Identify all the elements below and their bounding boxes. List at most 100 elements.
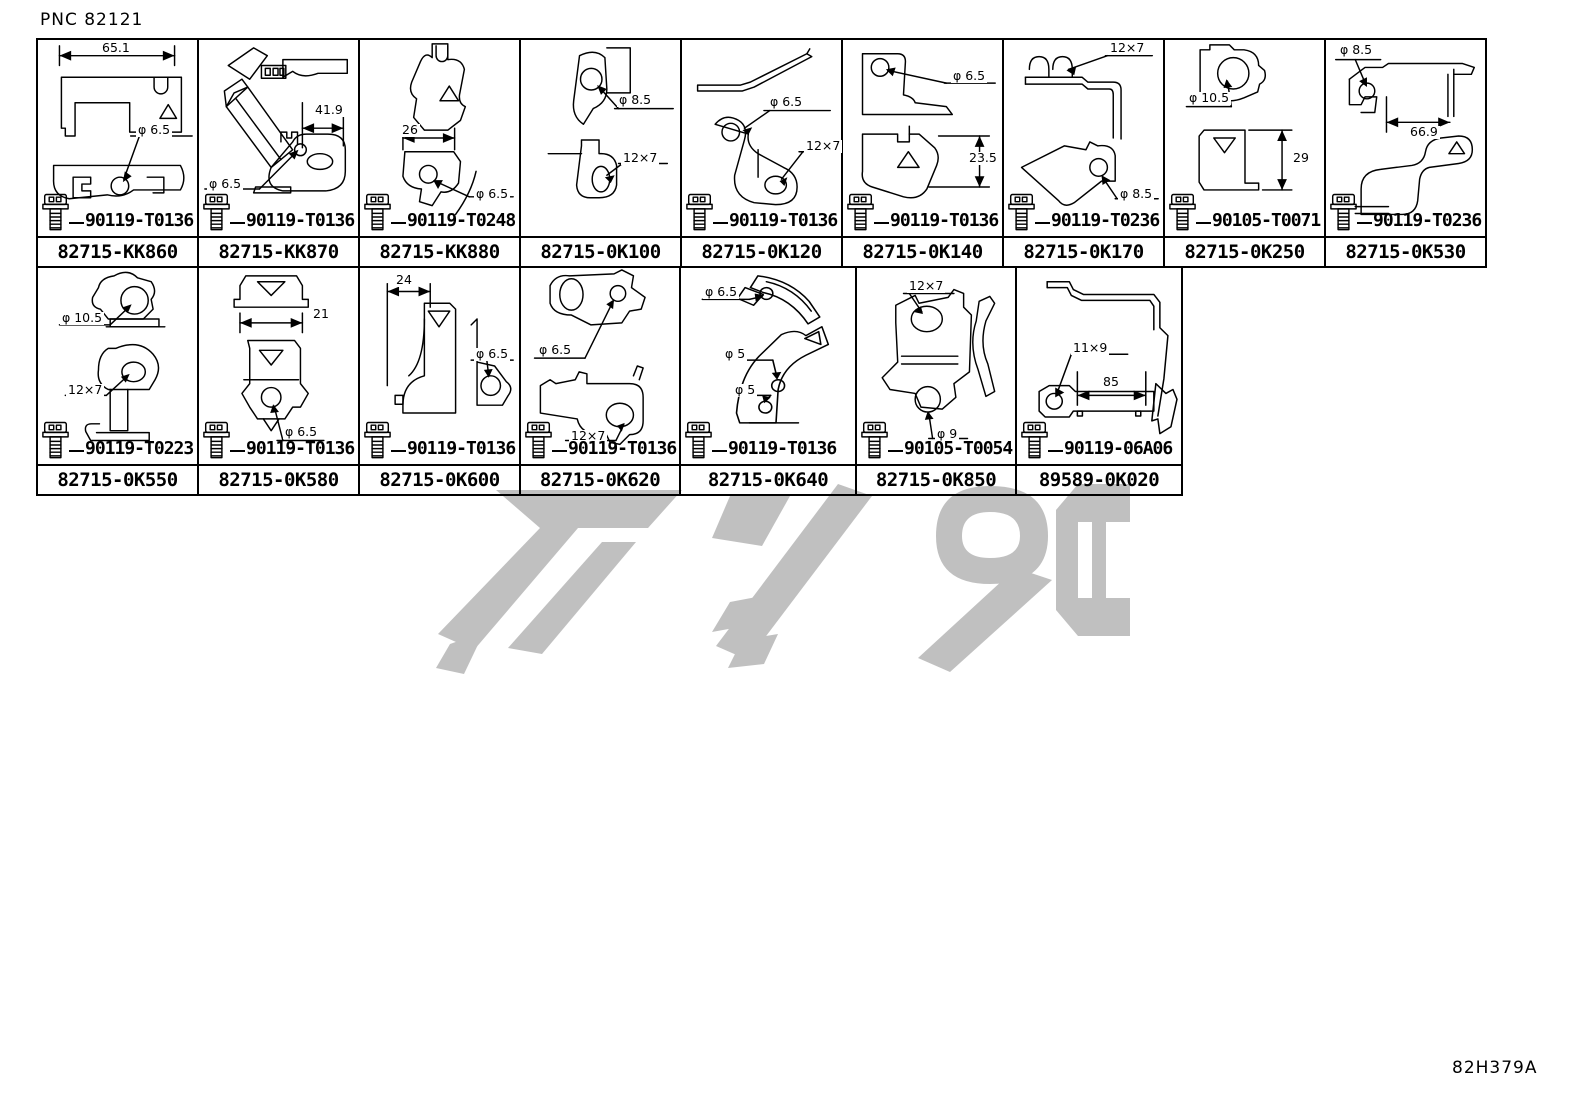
bracket-line-art — [881, 288, 996, 440]
bolt-leader-line — [874, 222, 889, 224]
bolt-callout: 90119-T0136 — [203, 420, 355, 461]
part-number-label: 82715-0K640 — [681, 464, 855, 494]
flange-bolt-icon — [364, 421, 391, 459]
flange-bolt-icon — [1169, 193, 1196, 231]
dimension-label: 26 — [400, 122, 420, 137]
dimension-label: φ 5 — [723, 346, 748, 361]
bolt-part-number: 90119-T0223 — [85, 438, 194, 459]
part-number-label: 82715-0K250 — [1165, 236, 1324, 266]
part-drawing: φ 6.5 φ 5 φ 5 90119-T0136 — [681, 268, 855, 464]
bolt-part-number: 90105-T0071 — [1212, 210, 1321, 231]
bolt-leader-line — [1357, 222, 1372, 224]
dimension-label: 12×7 — [907, 278, 946, 293]
bolt-callout: 90119-06A06 — [1021, 420, 1173, 461]
dimension-label: φ 10.5 — [1187, 90, 1232, 105]
part-number-label: 82715-0K100 — [521, 236, 680, 266]
part-drawing: φ 10.5 12×7 90119-T0223 — [38, 268, 197, 464]
flange-bolt-icon — [203, 421, 230, 459]
dimension-label: 12×7 — [569, 428, 608, 443]
bracket-line-art — [1335, 58, 1476, 216]
flange-bolt-icon — [1330, 193, 1357, 231]
dimension-label: φ 6.5 — [537, 342, 574, 357]
dimension-label: φ 8.5 — [617, 92, 654, 107]
bracket-line-art — [233, 275, 325, 442]
dimension-label: φ 5 — [733, 382, 758, 397]
bracket-line-art — [696, 48, 835, 206]
part-number-label: 82715-0K580 — [199, 464, 358, 494]
dimension-label: 21 — [311, 306, 331, 321]
bolt-part-number: 90119-T0136 — [246, 210, 355, 231]
dimension-label: 12×7 — [66, 382, 105, 397]
dimension-label: φ 6.5 — [474, 186, 511, 201]
bolt-part-number: 90119-T0236 — [1373, 210, 1482, 231]
bolt-callout: 90119-T0223 — [42, 420, 194, 461]
part-number-label: 82715-0K120 — [682, 236, 841, 266]
bolt-part-number: 90119-T0136 — [407, 438, 516, 459]
flange-bolt-icon — [525, 421, 552, 459]
bolt-part-number: 90119-T0136 — [890, 210, 999, 231]
dimension-label: φ 6.5 — [703, 284, 740, 299]
bracket-line-art — [204, 47, 349, 194]
bracket-line-art — [58, 271, 166, 442]
dimension-label: φ 10.5 — [60, 310, 105, 325]
bolt-callout: 90119-T0136 — [525, 420, 677, 461]
dimension-label: φ 6.5 — [283, 424, 320, 439]
dimension-label: 23.5 — [967, 150, 999, 165]
bolt-part-number: 90105-T0054 — [904, 438, 1013, 459]
dimension-label: 11×9 — [1071, 340, 1110, 355]
bolt-part-number: 90119-T0248 — [407, 210, 516, 231]
part-number-label: 89589-0K020 — [1017, 464, 1181, 494]
brand-watermark — [436, 484, 1130, 674]
part-number-label: 82715-0K620 — [521, 464, 679, 494]
bolt-leader-line — [1048, 450, 1063, 452]
bolt-leader-line — [1035, 222, 1050, 224]
figure-code: 82H379A — [1452, 1058, 1538, 1078]
bolt-part-number: 90119-T0136 — [729, 210, 838, 231]
bolt-callout: 90105-T0054 — [861, 420, 1013, 461]
bolt-callout: 90119-T0136 — [685, 420, 837, 461]
bolt-leader-line — [391, 450, 406, 452]
bracket-line-art — [1038, 280, 1178, 435]
part-number-label: 82715-KK860 — [38, 236, 197, 266]
flange-bolt-icon — [1008, 193, 1035, 231]
flange-bolt-icon — [847, 193, 874, 231]
bolt-leader-line — [230, 222, 245, 224]
bolt-leader-line — [552, 450, 567, 452]
bolt-leader-line — [230, 450, 245, 452]
part-number-label: 82715-0K850 — [857, 464, 1015, 494]
flange-bolt-icon — [364, 193, 391, 231]
flange-bolt-icon — [861, 421, 888, 459]
dimension-label: 65.1 — [100, 40, 132, 55]
dimension-label: φ 8.5 — [1118, 186, 1155, 201]
flange-bolt-icon — [42, 421, 69, 459]
bolt-part-number: 90119-T0136 — [246, 438, 355, 459]
dimension-label: φ 6.5 — [207, 176, 244, 191]
dimension-label: 12×7 — [804, 138, 843, 153]
page-title: PNC 82121 — [40, 10, 144, 30]
bolt-callout: 90119-T0136 — [686, 192, 838, 233]
bolt-leader-line — [69, 450, 84, 452]
dimension-label: φ 8.5 — [1338, 42, 1375, 57]
bolt-callout: 90119-T0236 — [1330, 192, 1482, 233]
bolt-callout: 90119-T0136 — [847, 192, 999, 233]
part-number-label: 82715-KK880 — [360, 236, 519, 266]
flange-bolt-icon — [1021, 421, 1048, 459]
flange-bolt-icon — [686, 193, 713, 231]
